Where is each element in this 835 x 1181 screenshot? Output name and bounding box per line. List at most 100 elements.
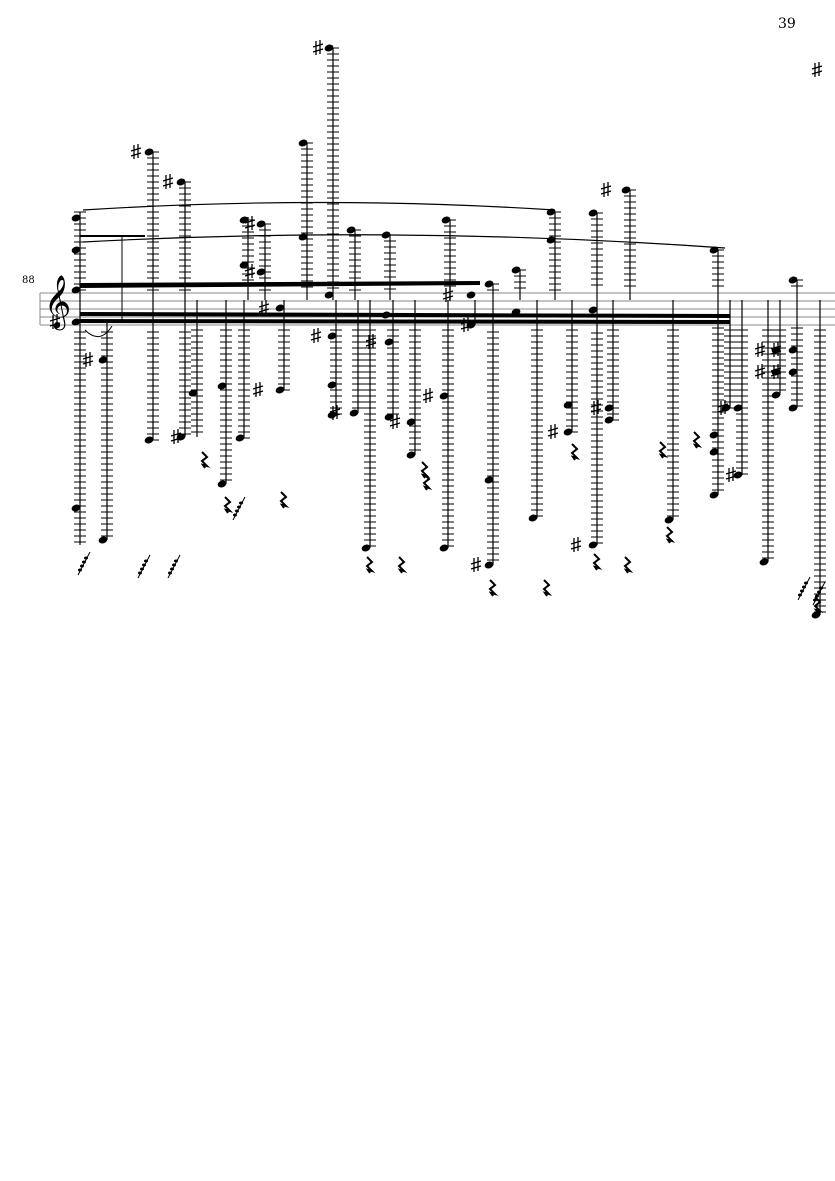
notehead: [327, 381, 337, 389]
notehead: [327, 411, 337, 419]
notehead: [588, 209, 598, 217]
quarter-rest-icon: [623, 556, 634, 574]
sharp-icon: [130, 144, 142, 159]
notehead: [346, 226, 356, 234]
sharp-icon: [754, 364, 766, 379]
sharp-icon: [725, 467, 737, 482]
notehead: [759, 558, 769, 566]
notehead: [733, 404, 743, 412]
measure-number: 88: [22, 275, 35, 286]
notehead: [239, 216, 249, 224]
notehead: [788, 276, 798, 284]
sharp-icon: [770, 342, 782, 357]
notehead: [484, 561, 494, 569]
quarter-rest-icon: [422, 473, 433, 491]
notehead: [327, 332, 337, 340]
notehead: [528, 514, 538, 522]
notehead: [604, 416, 614, 424]
notehead: [563, 401, 573, 409]
notehead: [811, 611, 821, 619]
notehead: [235, 434, 245, 442]
sharp-icon: [754, 342, 766, 357]
notehead: [188, 389, 198, 397]
notehead: [71, 318, 81, 326]
notehead: [361, 544, 371, 552]
notehead: [406, 418, 416, 426]
quarter-rest-icon: [223, 496, 234, 514]
notehead: [71, 286, 81, 294]
notehead: [709, 448, 719, 456]
notehead: [466, 291, 476, 299]
quarter-rest-icon: [665, 526, 676, 544]
notehead: [71, 214, 81, 222]
sharp-icon: [170, 429, 182, 444]
notehead: [588, 541, 598, 549]
quarter-rest-icon: [488, 579, 499, 597]
sharp-icon: [244, 216, 256, 231]
sharp-icon: [547, 424, 559, 439]
sharp-icon: [811, 62, 823, 77]
sharp-icon: [329, 405, 341, 420]
notehead: [788, 404, 798, 412]
quarter-rest-icon: [200, 451, 211, 469]
notehead: [324, 44, 334, 52]
quarter-rest-icon: [658, 441, 669, 459]
sharp-icon: [600, 182, 612, 197]
sharp-icon: [422, 388, 434, 403]
quarter-rest-icon: [813, 596, 824, 614]
grace-stem: [797, 576, 811, 601]
treble-clef-icon: 𝄞: [44, 274, 72, 328]
notehead: [239, 261, 249, 269]
grace-stem: [77, 551, 91, 576]
sharp-icon: [717, 400, 729, 415]
notehead: [217, 480, 227, 488]
notehead: [217, 382, 227, 390]
notehead: [709, 246, 719, 254]
sharp-icon: [162, 174, 174, 189]
notehead: [384, 413, 394, 421]
notehead: [71, 504, 81, 512]
grace-stem: [137, 554, 151, 579]
sharp-icon: [258, 300, 270, 315]
notehead: [771, 391, 781, 399]
notehead: [511, 266, 521, 274]
notehead: [439, 544, 449, 552]
sharp-icon: [442, 287, 454, 302]
sharp-icon: [312, 40, 324, 55]
quarter-rest-icon: [397, 556, 408, 574]
slur: [82, 234, 726, 249]
sharp-icon: [82, 352, 94, 367]
notehead: [256, 268, 266, 276]
grace-stem: [812, 581, 826, 606]
notehead: [144, 148, 154, 156]
sharp-icon: [570, 537, 582, 552]
beam: [80, 319, 730, 324]
beam: [80, 281, 480, 288]
beam: [80, 235, 145, 237]
notehead: [384, 338, 394, 346]
notehead: [709, 431, 719, 439]
notehead: [588, 306, 598, 314]
sharp-icon: [244, 264, 256, 279]
sharp-icon: [252, 382, 264, 397]
notehead: [98, 536, 108, 544]
sharp-icon: [310, 328, 322, 343]
notehead: [71, 246, 81, 254]
notehead: [98, 356, 108, 364]
sharp-icon: [389, 414, 401, 429]
notehead: [441, 216, 451, 224]
page-number: 39: [778, 16, 796, 32]
notehead: [256, 220, 266, 228]
quarter-rest-icon: [592, 553, 603, 571]
quarter-rest-icon: [570, 443, 581, 461]
notehead: [144, 436, 154, 444]
notehead: [176, 178, 186, 186]
notehead: [604, 404, 614, 412]
notehead: [275, 386, 285, 394]
notehead: [788, 368, 798, 376]
quarter-rest-icon: [692, 431, 703, 449]
sharp-icon: [590, 400, 602, 415]
sharp-icon: [470, 557, 482, 572]
notehead: [563, 428, 573, 436]
